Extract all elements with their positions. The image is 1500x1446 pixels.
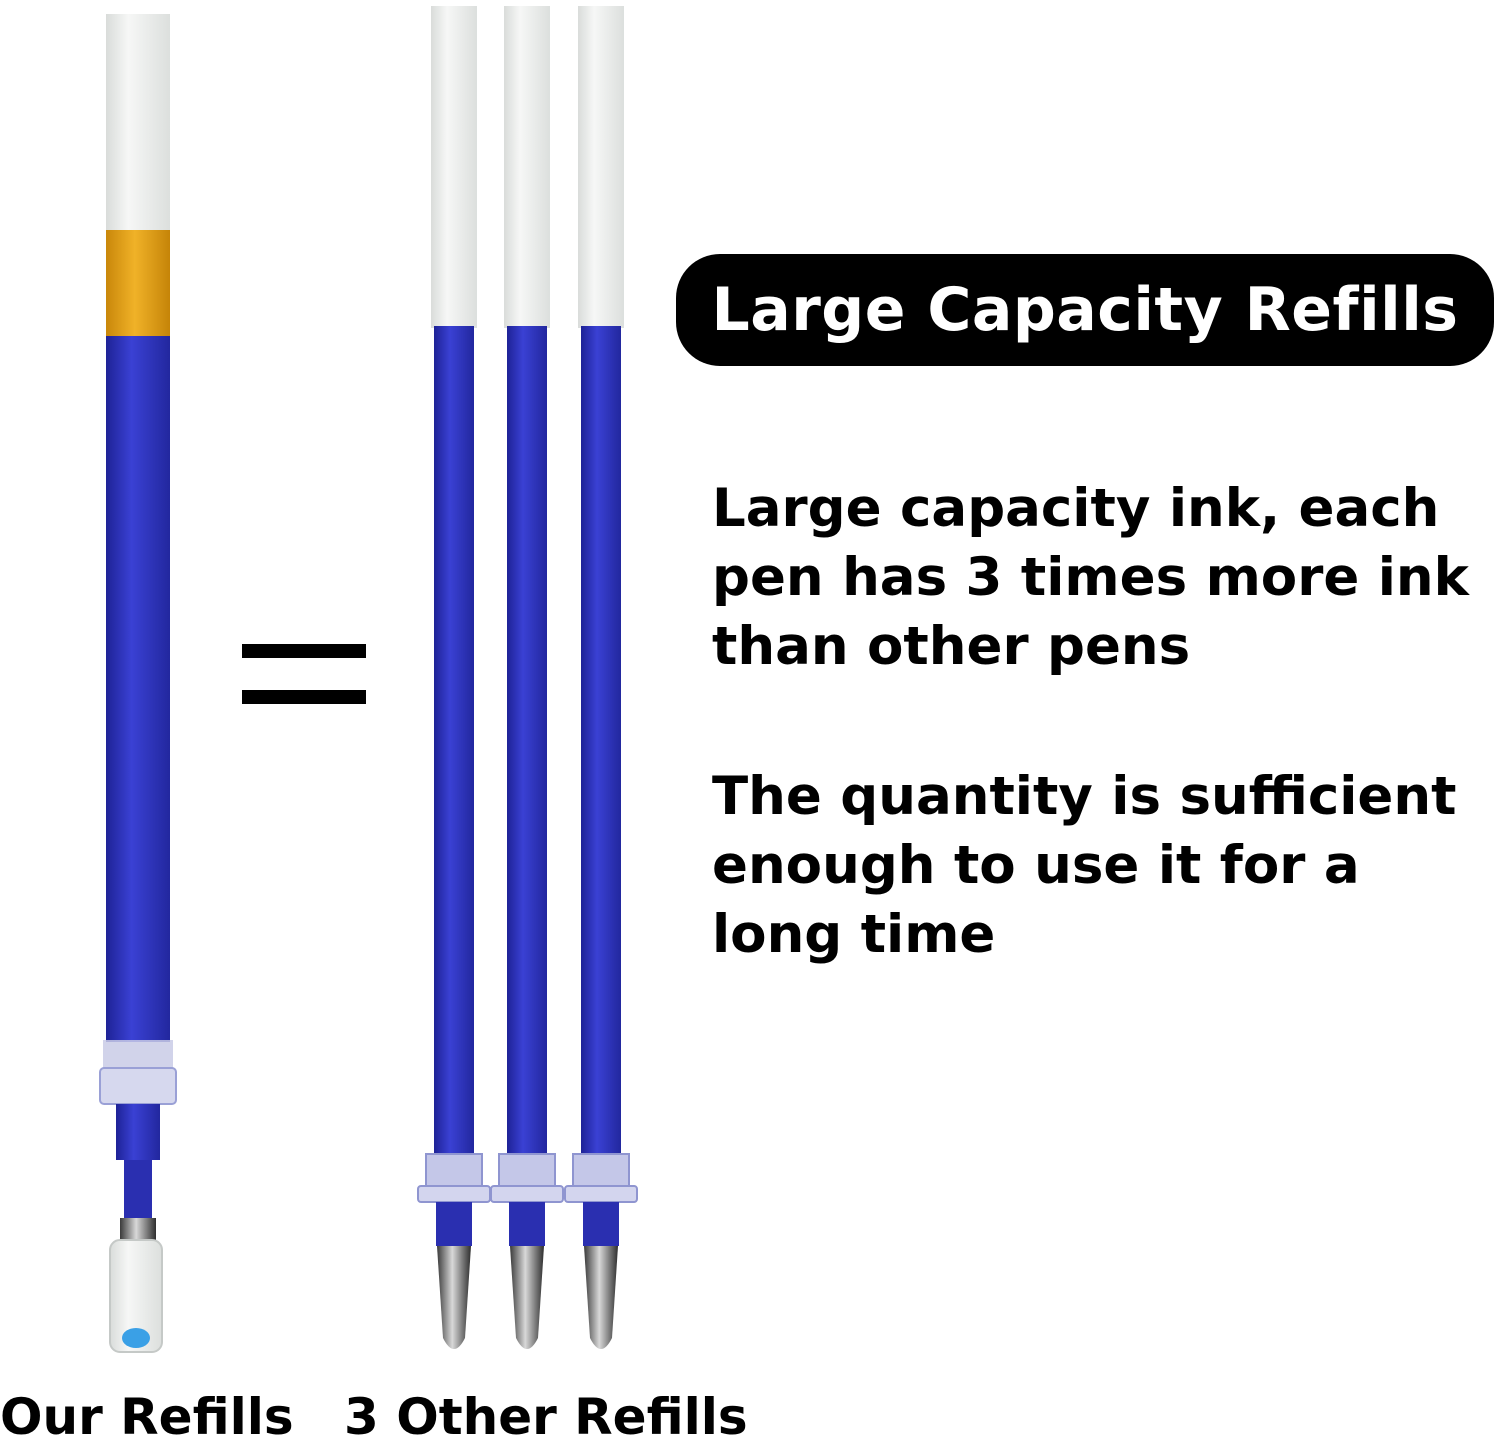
refill-flange (490, 1185, 564, 1203)
refill-ink-tube (434, 326, 474, 1156)
refill-gel-plug (106, 230, 170, 336)
refill-stem (509, 1202, 545, 1246)
refill-stem (583, 1202, 619, 1246)
caption-our-refills: Our Refills (0, 1388, 294, 1446)
benefit-text-quantity: The quantity is sufficient enough to use… (712, 766, 1457, 965)
our-refill (99, 14, 177, 1353)
refill-collar (498, 1153, 556, 1189)
refill-stem (124, 1160, 152, 1220)
caption-other-refills: 3 Other Refills (344, 1388, 748, 1446)
refill-collar (103, 1040, 173, 1072)
refill-collar (572, 1153, 630, 1189)
refill-collar (425, 1153, 483, 1189)
refill-tip (510, 1246, 544, 1349)
refill-flange (417, 1185, 491, 1203)
other-refill (417, 6, 491, 1349)
refill-tip-ring (120, 1218, 156, 1242)
headline: Large Capacity Refills (711, 275, 1459, 345)
benefit-text-ink: Large capacity ink, each pen has 3 times… (712, 478, 1469, 677)
refill-stem (436, 1202, 472, 1246)
refill-neck (116, 1104, 160, 1160)
refill-tip-ball (122, 1328, 150, 1348)
refill-ink-tube (106, 336, 170, 1042)
refill-cap (106, 14, 170, 236)
refill-ink-tube (507, 326, 547, 1156)
refill-flange (99, 1067, 177, 1105)
refill-tip-cover (109, 1239, 163, 1353)
refill-tip (584, 1246, 618, 1349)
refill-ink-tube (581, 326, 621, 1156)
refill-flange (564, 1185, 638, 1203)
refill-tip (437, 1246, 471, 1349)
other-refill (564, 6, 638, 1349)
equals-icon (242, 644, 366, 704)
other-refill (490, 6, 564, 1349)
refill-cap (431, 6, 477, 328)
refill-cap (504, 6, 550, 328)
refill-cap (578, 6, 624, 328)
headline-badge: Large Capacity Refills (676, 254, 1494, 366)
